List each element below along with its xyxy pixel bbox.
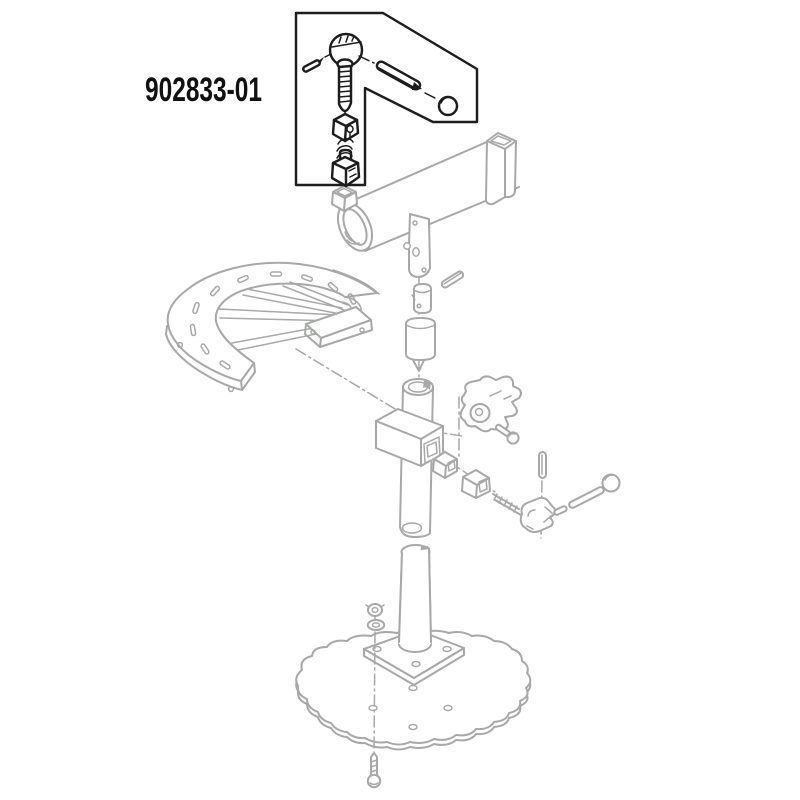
clamp-screw [494, 423, 520, 445]
square-nut-1 [432, 451, 458, 479]
anchor-bolt [366, 752, 382, 789]
small-pin-upper [440, 270, 465, 289]
ball-head-bolt [553, 473, 621, 516]
callout-square-nut [331, 112, 360, 143]
callout-stud-block [330, 148, 361, 188]
callout-long-pin [358, 55, 438, 100]
arm-collar-socket [331, 185, 358, 212]
bender-die-fan [165, 261, 380, 393]
flange-nut [365, 603, 385, 620]
fan-rim-slots [189, 271, 357, 370]
washer [366, 619, 386, 631]
spacer-sleeve [411, 283, 432, 314]
square-nut-2 [461, 469, 491, 499]
column-swivel-block [375, 408, 444, 467]
clamp-bracket [459, 375, 522, 433]
threaded-shank [492, 493, 522, 516]
part-number-label: 902833-01 [145, 71, 262, 109]
column-clevis-tab [403, 213, 431, 278]
ball-socket-yoke [519, 496, 556, 533]
vertical-pin [538, 451, 547, 479]
callout-ball [437, 95, 459, 117]
arm-end-block [485, 132, 517, 206]
callout-box [294, 11, 479, 187]
anchor-bolt-axis [373, 631, 376, 753]
callout-spring [336, 138, 354, 159]
column-foot [398, 548, 432, 653]
callout-knob-bolt [328, 32, 364, 118]
base-plate-assembly [295, 629, 532, 751]
guide-sleeve [405, 317, 436, 372]
callout-small-pin [302, 53, 332, 73]
